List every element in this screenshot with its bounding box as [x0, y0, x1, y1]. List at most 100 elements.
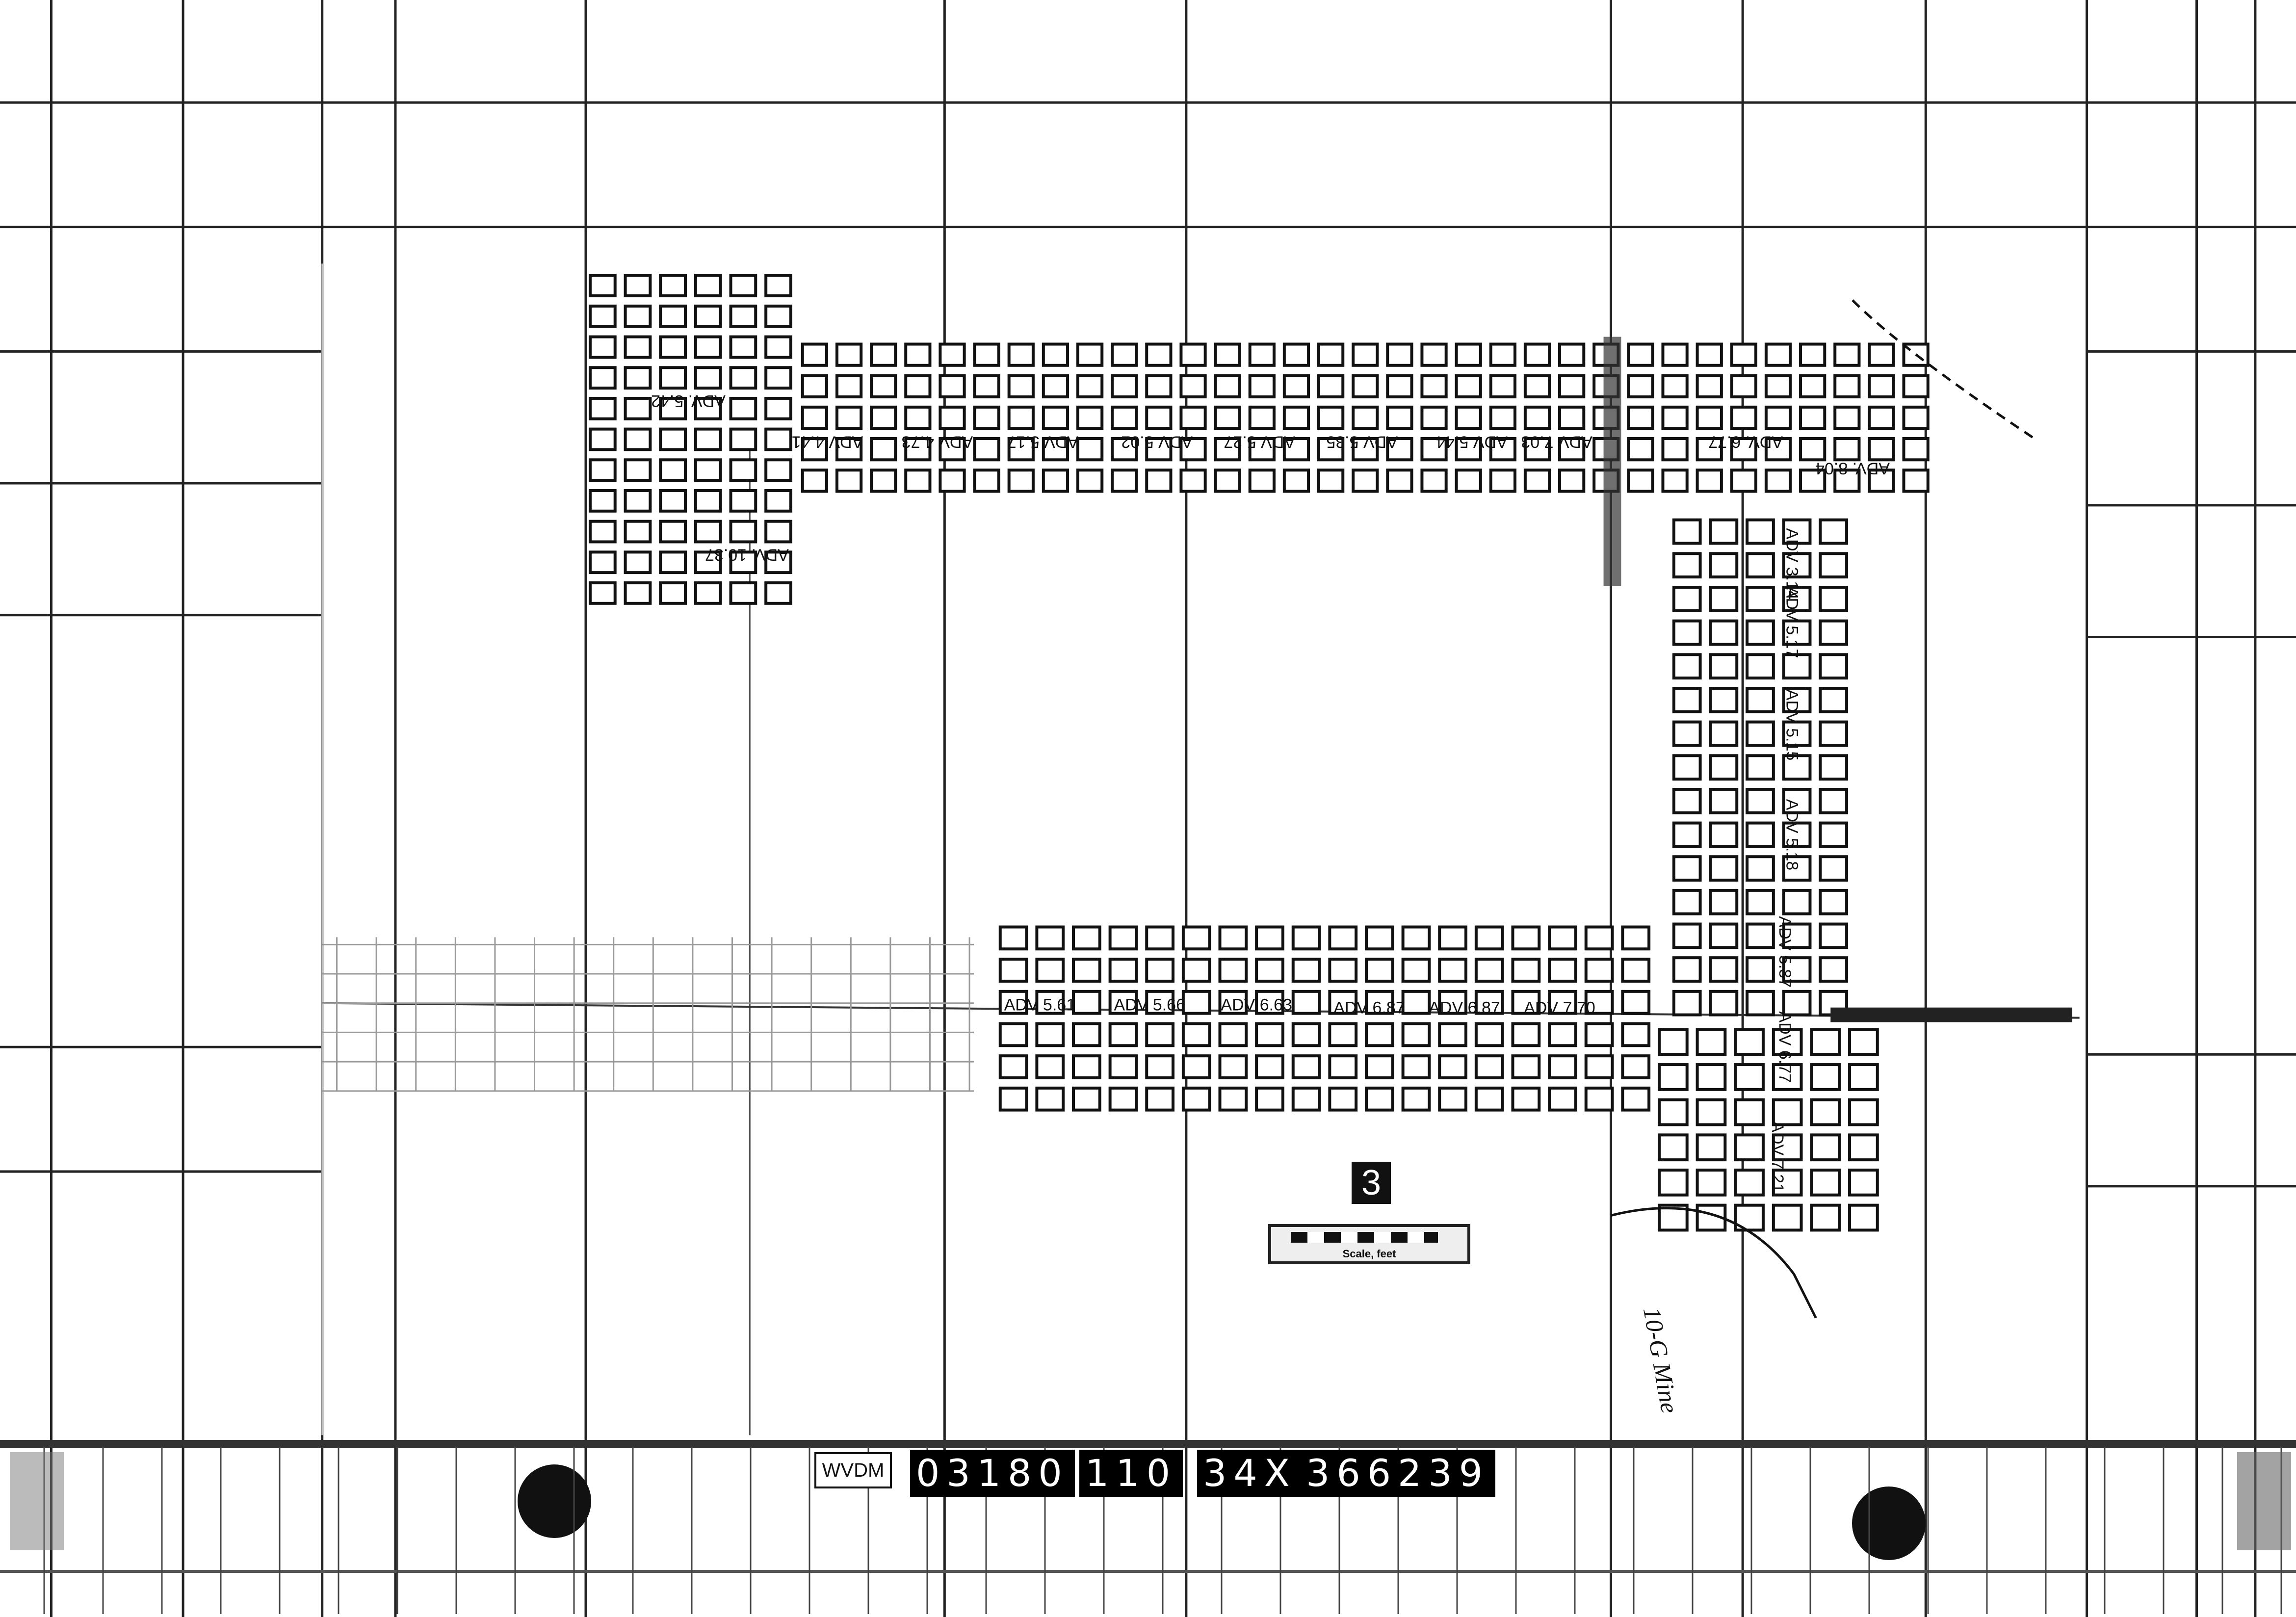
pillar [1523, 437, 1551, 462]
pillar [1438, 958, 1467, 983]
pillar [1365, 1054, 1394, 1079]
pillar [764, 550, 792, 574]
pillar [1214, 437, 1241, 462]
pillar [1328, 1022, 1358, 1047]
pillar [1248, 437, 1276, 462]
advance-label: ADV 5.44 [1436, 433, 1508, 451]
pillar [659, 458, 687, 482]
pillar [1558, 469, 1586, 493]
advance-label: ADV 7.21 [1768, 1121, 1787, 1193]
pillar [1255, 1086, 1284, 1112]
pillar [1584, 990, 1614, 1015]
pillar [1696, 1063, 1727, 1091]
pillar [1317, 374, 1345, 398]
pillar [1035, 1054, 1065, 1079]
pillar [1214, 469, 1241, 493]
pillar [1696, 1203, 1727, 1232]
pillar [1072, 1086, 1101, 1112]
pillar [1661, 342, 1689, 367]
pillar [1255, 925, 1284, 951]
pillar [624, 550, 652, 574]
pillar [1782, 619, 1812, 646]
pillar [1474, 1022, 1504, 1047]
pillar [1007, 437, 1035, 462]
pillar [1181, 1086, 1211, 1112]
pillar [1511, 1054, 1541, 1079]
pillar [1621, 925, 1651, 951]
pillar [1868, 469, 1895, 493]
pillar [1218, 1086, 1248, 1112]
pillar [1709, 552, 1739, 579]
pillar [1214, 405, 1241, 430]
pillar [1401, 1022, 1431, 1047]
pillar [904, 342, 932, 367]
pillar [694, 489, 722, 513]
pillar [1782, 956, 1812, 983]
pillar [1145, 958, 1174, 983]
pillar [998, 990, 1028, 1015]
pillar [1819, 653, 1849, 680]
pillar [1214, 342, 1241, 367]
advance-label: ADV 5.27 [1224, 433, 1295, 451]
pillar [694, 304, 722, 328]
pillar [1764, 437, 1792, 462]
pillar [1352, 374, 1379, 398]
pillar [1365, 990, 1394, 1015]
pillar [1291, 1022, 1321, 1047]
pillar [1291, 958, 1321, 983]
pillar [1145, 925, 1174, 951]
pillar [1455, 342, 1482, 367]
pillar [1730, 374, 1758, 398]
pillar [1782, 720, 1812, 747]
pillar [729, 458, 757, 482]
film-agency-label: WVDM [814, 1452, 892, 1488]
pillar [588, 304, 617, 328]
pillar [1282, 469, 1310, 493]
pillar [1042, 374, 1070, 398]
pillar [659, 304, 687, 328]
advance-label: ADV 4.41 [792, 433, 863, 451]
pillar [1782, 518, 1812, 545]
pillar [1401, 925, 1431, 951]
pillar [1746, 686, 1775, 713]
pillar [1672, 518, 1702, 545]
pillar [1621, 958, 1651, 983]
pillar [1730, 469, 1758, 493]
film-code-1: 03180 [910, 1450, 1075, 1497]
pillar [1799, 437, 1826, 462]
pillar [1782, 552, 1812, 579]
pillar [1145, 990, 1174, 1015]
pillar [1772, 1098, 1803, 1126]
pillar [904, 437, 932, 462]
pillar [1474, 1054, 1504, 1079]
pillar [624, 489, 652, 513]
pillar [973, 437, 1000, 462]
pillar [1658, 1028, 1689, 1056]
pillar [659, 366, 687, 390]
pillar [1799, 374, 1826, 398]
pillar [1523, 374, 1551, 398]
pillar [1799, 342, 1826, 367]
pillar [1489, 342, 1516, 367]
pillar [835, 342, 863, 367]
scale-caption: Scale, feet [1342, 1248, 1396, 1260]
pillar [588, 550, 617, 574]
pillar [998, 925, 1028, 951]
pillar [1746, 552, 1775, 579]
pillar [694, 274, 722, 297]
pillar [1548, 958, 1577, 983]
pillar [1746, 585, 1775, 612]
pillar [1819, 720, 1849, 747]
pillar [1819, 787, 1849, 814]
pillar [939, 374, 966, 398]
pillar [1868, 405, 1895, 430]
pillar [729, 520, 757, 544]
advance-label: ADV 5.35 [1326, 433, 1398, 451]
pillar [624, 335, 652, 359]
advance-label: ADV 5.17 [1007, 433, 1079, 451]
pillar [1111, 405, 1138, 430]
pillar [588, 427, 617, 451]
pillar [1709, 619, 1739, 646]
pillar [1746, 888, 1775, 915]
